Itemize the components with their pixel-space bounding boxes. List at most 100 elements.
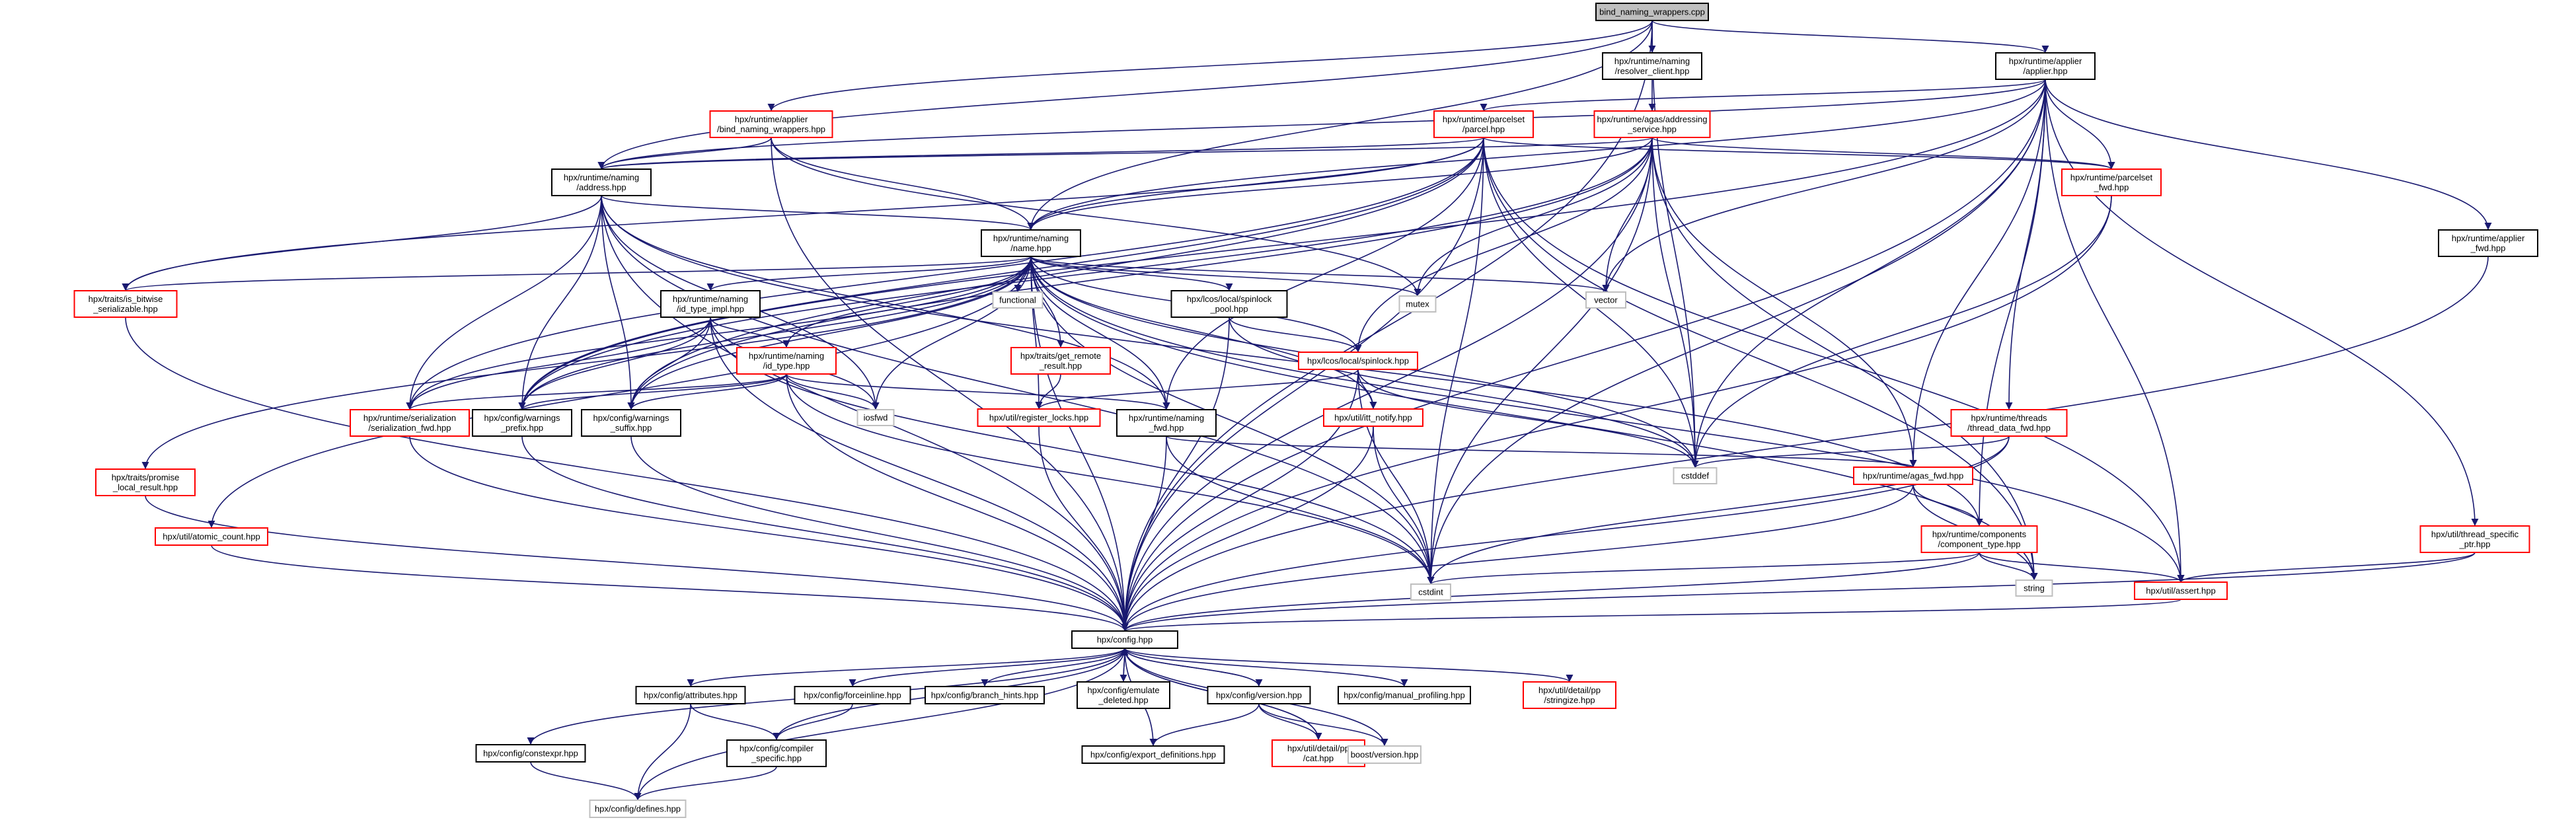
edge-config_hpp-to-branch_hints <box>981 648 1125 687</box>
edge-applier_hpp-to-agas_fwd <box>1909 79 2046 468</box>
node-box <box>2438 229 2538 257</box>
edge-id_type_impl-to-serialization_fwd <box>406 317 711 410</box>
edge-name_hpp-to-cstdint <box>1030 256 1435 585</box>
node-box <box>2419 525 2530 553</box>
node-box <box>635 686 746 704</box>
node-atomic-count[interactable]: hpx/util/atomic_count.hpp <box>155 527 268 546</box>
node-itt-notify[interactable]: hpx/util/itt_notify.hpp <box>1323 408 1423 427</box>
node-warnings-prefix[interactable]: hpx/config/warnings_prefix.hpp <box>472 409 572 437</box>
node-box <box>977 408 1101 427</box>
edge-constexpr-to-defines_hpp <box>530 761 642 801</box>
node-box <box>1602 52 1702 80</box>
node-attributes[interactable]: hpx/config/attributes.hpp <box>635 686 746 704</box>
node-box <box>1323 408 1423 427</box>
node-emulate-deleted[interactable]: hpx/config/emulate_deleted.hpp <box>1077 681 1170 709</box>
edge-addressing_service-to-agas_fwd <box>1651 137 1917 468</box>
node-id-type[interactable]: hpx/runtime/naming/id_type.hpp <box>736 347 837 375</box>
node-label: hpx/config/forceinline.hpp <box>804 691 901 700</box>
edge-is_bitwise-to-config_hpp <box>125 317 1129 632</box>
edge-parcel_hpp-to-serialization_fwd <box>406 137 1484 410</box>
edge-component_type-to-assert_hpp <box>1979 552 2185 583</box>
node-export-definitions[interactable]: hpx/config/export_definitions.hpp <box>1081 745 1225 764</box>
node-label: hpx/runtime/naming <box>564 172 639 182</box>
node-box <box>1347 745 1421 764</box>
node-address-hpp[interactable]: hpx/runtime/naming/address.hpp <box>551 168 652 196</box>
node-iosfwd: iosfwd <box>856 409 895 426</box>
node-label: hpx/runtime/naming <box>749 351 824 361</box>
node-label: cstdint <box>1418 587 1443 597</box>
node-parcelset-fwd[interactable]: hpx/runtime/parcelset_fwd.hpp <box>2061 168 2162 196</box>
node-thread-specific-ptr[interactable]: hpx/util/thread_specific_ptr.hpp <box>2419 525 2530 553</box>
node-get-remote-result[interactable]: hpx/traits/get_remote_result.hpp <box>1010 347 1111 375</box>
edge-name_hpp-to-id_type_impl <box>706 256 1032 291</box>
edge-applier_hpp-to-warnings_prefix <box>518 79 2046 410</box>
node-stringize[interactable]: hpx/util/detail/pp/stringize.hpp <box>1523 681 1616 709</box>
edge-parcelset_fwd-to-cstddef <box>1691 195 2112 468</box>
edge-address_hpp-to-warnings_suffix <box>601 195 635 410</box>
edge-promise_local-to-config_hpp <box>145 495 1129 632</box>
node-label: hpx/lcos/local/spinlock.hpp <box>1307 356 1409 366</box>
node-parcel-hpp[interactable]: hpx/runtime/parcelset/parcel.hpp <box>1433 110 1534 138</box>
edge-name_hpp-to-mutex <box>1030 256 1421 297</box>
node-box <box>350 409 470 437</box>
node-box <box>1338 686 1471 704</box>
node-label: vector <box>1594 295 1618 305</box>
node-serialization-fwd[interactable]: hpx/runtime/serialization/serialization_… <box>350 409 470 437</box>
node-forceinline[interactable]: hpx/config/forceinline.hpp <box>794 686 911 704</box>
node-box <box>925 686 1045 704</box>
node-label: _specific.hpp <box>751 753 802 763</box>
node-bind-wrappers[interactable]: hpx/runtime/applier/bind_naming_wrappers… <box>709 110 833 138</box>
node-warnings-suffix[interactable]: hpx/config/warnings_suffix.hpp <box>581 409 681 437</box>
node-box <box>1673 467 1718 484</box>
node-label: hpx/config/export_definitions.hpp <box>1090 750 1216 760</box>
node-assert-hpp[interactable]: hpx/util/assert.hpp <box>2134 581 2228 600</box>
node-box <box>660 290 761 318</box>
edge-applier_hpp-to-applier_fwd <box>2045 79 2492 231</box>
edge-version_hpp-to-boost_version <box>1258 703 1388 747</box>
node-register-locks[interactable]: hpx/util/register_locks.hpp <box>977 408 1101 427</box>
node-applier-fwd[interactable]: hpx/runtime/applier_fwd.hpp <box>2438 229 2538 257</box>
edge-name_hpp-to-spinlock_pool <box>1030 256 1233 291</box>
node-layer: bind_naming_wrappers.cpphpx/runtime/nami… <box>73 3 2538 818</box>
edge-addressing_service-to-spinlock_hpp <box>1354 137 1653 353</box>
node-name-hpp[interactable]: hpx/runtime/naming/name.hpp <box>981 229 1081 257</box>
edge-bind_wrappers-to-config_hpp <box>771 137 1129 632</box>
node-compiler-specific[interactable]: hpx/config/compiler_specific.hpp <box>726 739 827 767</box>
node-box <box>1950 409 2068 437</box>
node-box <box>73 290 178 318</box>
edge-applier_hpp-to-parcel_hpp <box>1480 79 2046 112</box>
node-config-hpp[interactable]: hpx/config.hpp <box>1071 630 1178 649</box>
node-component-type[interactable]: hpx/runtime/components/component_type.hp… <box>1920 525 2038 553</box>
node-label: hpx/util/itt_notify.hpp <box>1334 413 1412 423</box>
edge-addressing_service-to-cstdint <box>1427 137 1653 585</box>
node-is-bitwise[interactable]: hpx/traits/is_bitwise_serializable.hpp <box>73 290 178 318</box>
node-id-type-impl[interactable]: hpx/runtime/naming/id_type_impl.hpp <box>660 290 761 318</box>
node-thread-data-fwd[interactable]: hpx/runtime/threads/thread_data_fwd.hpp <box>1950 409 2068 437</box>
edge-version_hpp-to-config_hpp <box>1121 648 1260 687</box>
node-box <box>2134 581 2228 600</box>
node-applier-hpp[interactable]: hpx/runtime/applier/applier.hpp <box>1995 52 2096 80</box>
edge-name_hpp-to-iosfwd <box>872 256 1032 410</box>
node-promise-local[interactable]: hpx/traits/promise_local_result.hpp <box>95 468 196 496</box>
edge-address_hpp-to-warnings_prefix <box>518 195 602 410</box>
node-label: hpx/traits/promise <box>112 472 180 482</box>
node-label: hpx/util/detail/pp <box>1538 685 1601 695</box>
node-label: /parcel.hpp <box>1462 124 1505 134</box>
node-constexpr[interactable]: hpx/config/constexpr.hpp <box>475 744 586 763</box>
node-naming-fwd[interactable]: hpx/runtime/naming_fwd.hpp <box>1116 409 1217 437</box>
node-version-hpp[interactable]: hpx/config/version.hpp <box>1207 686 1311 704</box>
node-agas-fwd[interactable]: hpx/runtime/agas_fwd.hpp <box>1853 467 1973 485</box>
edge-addressing_service-to-string <box>1651 137 2038 581</box>
node-resolver-client[interactable]: hpx/runtime/naming/resolver_client.hpp <box>1602 52 1702 80</box>
node-spinlock-hpp[interactable]: hpx/lcos/local/spinlock.hpp <box>1298 352 1418 370</box>
edge-component_type-to-config_hpp <box>1121 552 1980 632</box>
edge-version_hpp-to-export_definitions <box>1149 703 1260 747</box>
edge-addressing_service-to-config_hpp <box>1121 137 1653 632</box>
node-addressing-service[interactable]: hpx/runtime/agas/addressing_service.hpp <box>1593 110 1711 138</box>
node-box <box>1853 467 1973 485</box>
node-spinlock-pool[interactable]: hpx/lcos/local/spinlock_pool.hpp <box>1170 290 1288 318</box>
edge-parcel_hpp-to-config_hpp <box>1121 137 1484 632</box>
node-branch-hints[interactable]: hpx/config/branch_hints.hpp <box>925 686 1045 704</box>
node-manual-profiling[interactable]: hpx/config/manual_profiling.hpp <box>1338 686 1471 704</box>
